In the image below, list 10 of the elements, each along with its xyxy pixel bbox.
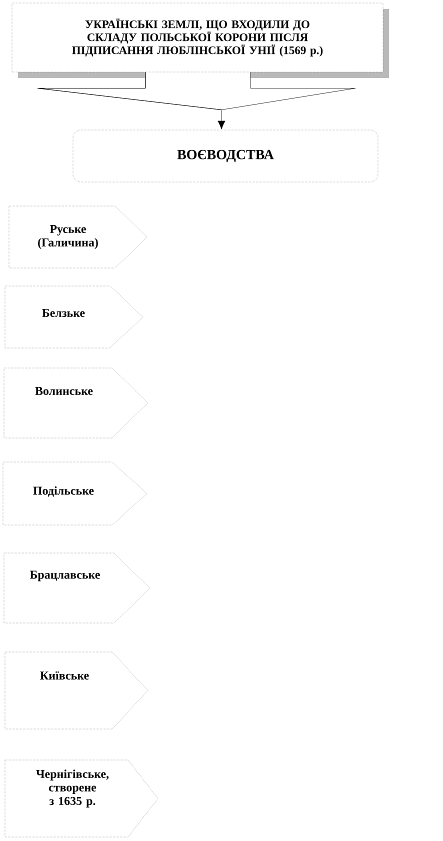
- pentagon-box: Чернігівське, створене з 1635 р.: [4, 760, 158, 838]
- block-arrow: [37, 72, 356, 130]
- pentagon-box: Волинське: [4, 368, 148, 438]
- pentagon-box: Руське (Галичина): [8, 206, 148, 268]
- pentagon-box: Подільське: [2, 462, 148, 526]
- title-box: УКРАЇНСЬКІ ЗЕМЛІ, ЩО ВХОДИЛИ ДО СКЛАДУ ПОЛЬСЬКОЇ КОРОНИ ПІСЛЯ ПІДПИСАННЯ ЛЮБЛІНСЬКОЇ УНІЇ (1569 р.): [12, 2, 389, 78]
- pentagon-box: Київське: [4, 652, 148, 730]
- heading-box: ВОЄВОДСТВА: [72, 130, 378, 182]
- pentagon-box: Брацлавське: [4, 552, 150, 624]
- pentagon-box: Белзьке: [4, 286, 144, 348]
